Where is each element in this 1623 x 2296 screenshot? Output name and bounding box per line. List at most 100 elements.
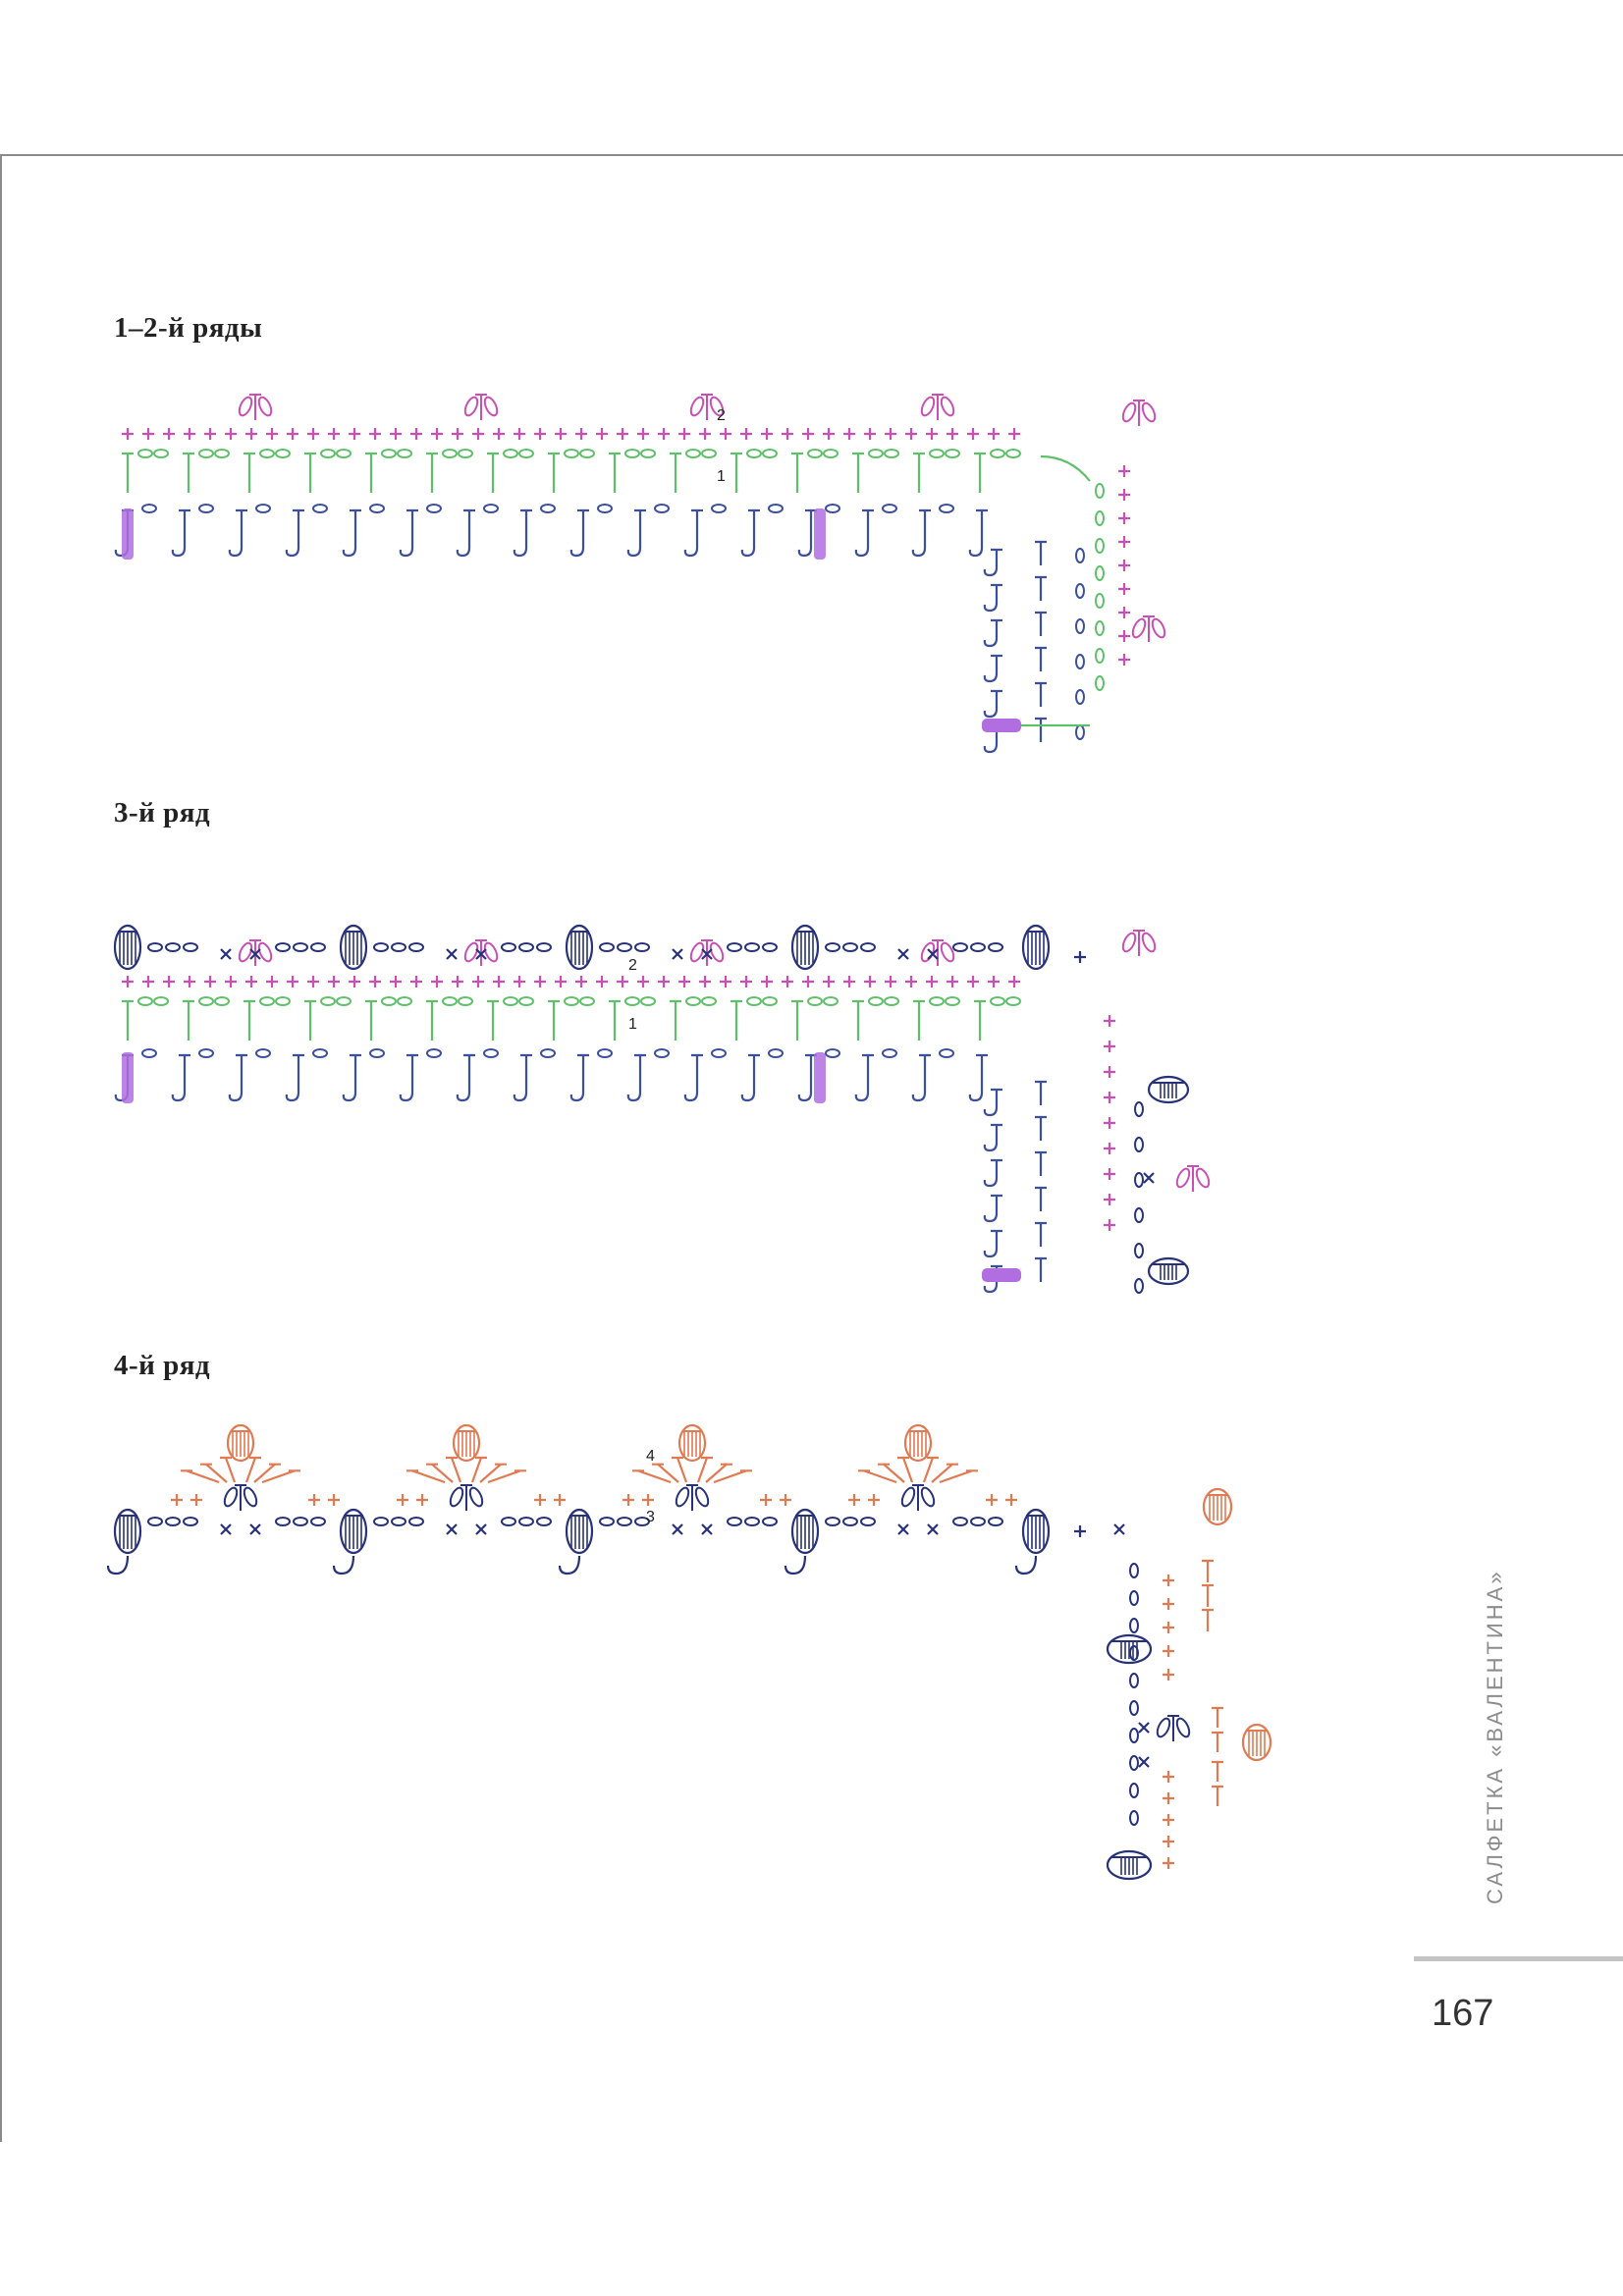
double-crochet-icon: [968, 508, 988, 558]
chain-stitch-icon: [746, 449, 762, 458]
single-crochet-icon: [967, 428, 979, 440]
double-crochet-icon: [791, 999, 803, 1041]
single-crochet-icon: [720, 976, 731, 988]
cluster-icon: [1241, 1723, 1272, 1762]
single-crochet-icon: [163, 976, 175, 988]
chain-stitch-icon: [1075, 724, 1085, 740]
cluster-icon: [790, 1508, 820, 1555]
single-crochet-icon: [328, 1494, 340, 1506]
picot-icon: [1131, 615, 1166, 642]
heading-rows-1-2: 1–2-й ряды: [114, 312, 263, 344]
picot-icon: [223, 1484, 258, 1511]
chain-stitch-icon: [458, 996, 473, 1006]
single-crochet-icon: [220, 1523, 232, 1535]
double-crochet-icon: [228, 508, 247, 558]
chain-stitch-icon: [408, 1517, 424, 1526]
single-crochet-icon: [190, 1494, 202, 1506]
chain-stitch-icon: [768, 1048, 784, 1058]
chain-stitch-icon: [369, 504, 385, 513]
single-crochet-icon: [699, 428, 711, 440]
chain-stitch-icon: [727, 942, 742, 952]
chain-stitch-icon: [540, 1048, 556, 1058]
single-crochet-icon: [307, 428, 319, 440]
double-crochet-icon: [1202, 1559, 1214, 1582]
double-crochet-icon: [220, 1456, 237, 1483]
double-crochet-icon: [1202, 1583, 1214, 1607]
single-crochet-icon: [575, 976, 587, 988]
chain-stitch-icon: [336, 449, 352, 458]
single-crochet-icon: [672, 948, 683, 960]
chain-stitch-icon: [1075, 548, 1085, 563]
single-crochet-icon: [122, 428, 134, 440]
single-crochet-icon: [848, 1494, 860, 1506]
heading-row-4: 4-й ряд: [114, 1350, 211, 1381]
double-crochet-icon: [983, 1229, 1002, 1258]
hook-icon: [332, 1555, 355, 1575]
single-crochet-icon: [1163, 1814, 1174, 1826]
chain-stitch-icon: [1005, 449, 1021, 458]
double-crochet-icon: [1212, 1706, 1223, 1728]
row-number-marker: 4: [646, 1448, 655, 1465]
double-crochet-icon: [683, 1053, 703, 1102]
chain-stitch-icon: [1129, 1755, 1139, 1771]
chain-stitch-icon: [823, 996, 839, 1006]
page-rule: [1414, 1956, 1623, 1961]
double-crochet-icon: [672, 1456, 688, 1483]
single-crochet-icon: [369, 976, 381, 988]
double-crochet-icon: [548, 452, 560, 493]
single-crochet-icon: [823, 976, 835, 988]
single-crochet-icon: [947, 428, 958, 440]
chain-stitch-icon: [762, 942, 778, 952]
single-crochet-icon: [1104, 1143, 1115, 1154]
chain-stitch-icon: [259, 996, 275, 1006]
chain-stitch-icon: [744, 1517, 760, 1526]
single-crochet-icon: [658, 428, 670, 440]
cluster-icon: [565, 924, 594, 971]
single-crochet-icon: [988, 976, 1000, 988]
single-crochet-icon: [534, 428, 546, 440]
single-crochet-icon: [1118, 583, 1130, 595]
double-crochet-icon: [446, 1456, 462, 1483]
chain-stitch-icon: [624, 996, 640, 1006]
double-crochet-icon: [285, 1053, 304, 1102]
single-crochet-icon: [637, 428, 649, 440]
chain-stitch-icon: [1134, 1137, 1144, 1152]
single-crochet-icon: [225, 976, 237, 988]
row-number-marker: 1: [717, 468, 726, 485]
chain-stitch-icon: [1134, 1243, 1144, 1258]
chain-stitch-icon: [597, 504, 613, 513]
chain-stitch-icon: [884, 449, 899, 458]
chain-stitch-icon: [1095, 620, 1105, 636]
single-crochet-icon: [266, 976, 278, 988]
single-crochet-icon: [1074, 951, 1086, 963]
double-crochet-icon: [652, 1463, 679, 1483]
chain-stitch-icon: [275, 942, 291, 952]
single-crochet-icon: [823, 428, 835, 440]
single-crochet-icon: [287, 976, 298, 988]
chain-stitch-icon: [1075, 583, 1085, 599]
cluster-icon: [1021, 924, 1051, 971]
chain-stitch-icon: [165, 1517, 181, 1526]
cluster-icon: [339, 924, 368, 971]
single-crochet-icon: [1118, 654, 1130, 666]
cluster-icon: [113, 924, 142, 971]
chain-stitch-icon: [952, 942, 968, 952]
chain-stitch-icon: [945, 996, 960, 1006]
single-crochet-icon: [617, 976, 628, 988]
chain-stitch-icon: [617, 1517, 632, 1526]
single-crochet-icon: [514, 428, 525, 440]
double-crochet-icon: [983, 654, 1002, 683]
double-crochet-icon: [683, 508, 703, 558]
row-number-marker: 1: [628, 1016, 637, 1033]
double-crochet-icon: [285, 508, 304, 558]
picot-icon: [1156, 1715, 1191, 1741]
picot-icon: [463, 939, 499, 966]
single-crochet-icon: [249, 1523, 261, 1535]
single-crochet-icon: [472, 976, 484, 988]
double-crochet-icon: [569, 1053, 589, 1102]
double-crochet-icon: [1035, 1186, 1047, 1211]
page-number: 167: [1432, 1993, 1494, 2034]
chain-stitch-icon: [536, 1517, 552, 1526]
double-crochet-icon: [983, 1123, 1002, 1152]
double-crochet-icon: [342, 508, 361, 558]
